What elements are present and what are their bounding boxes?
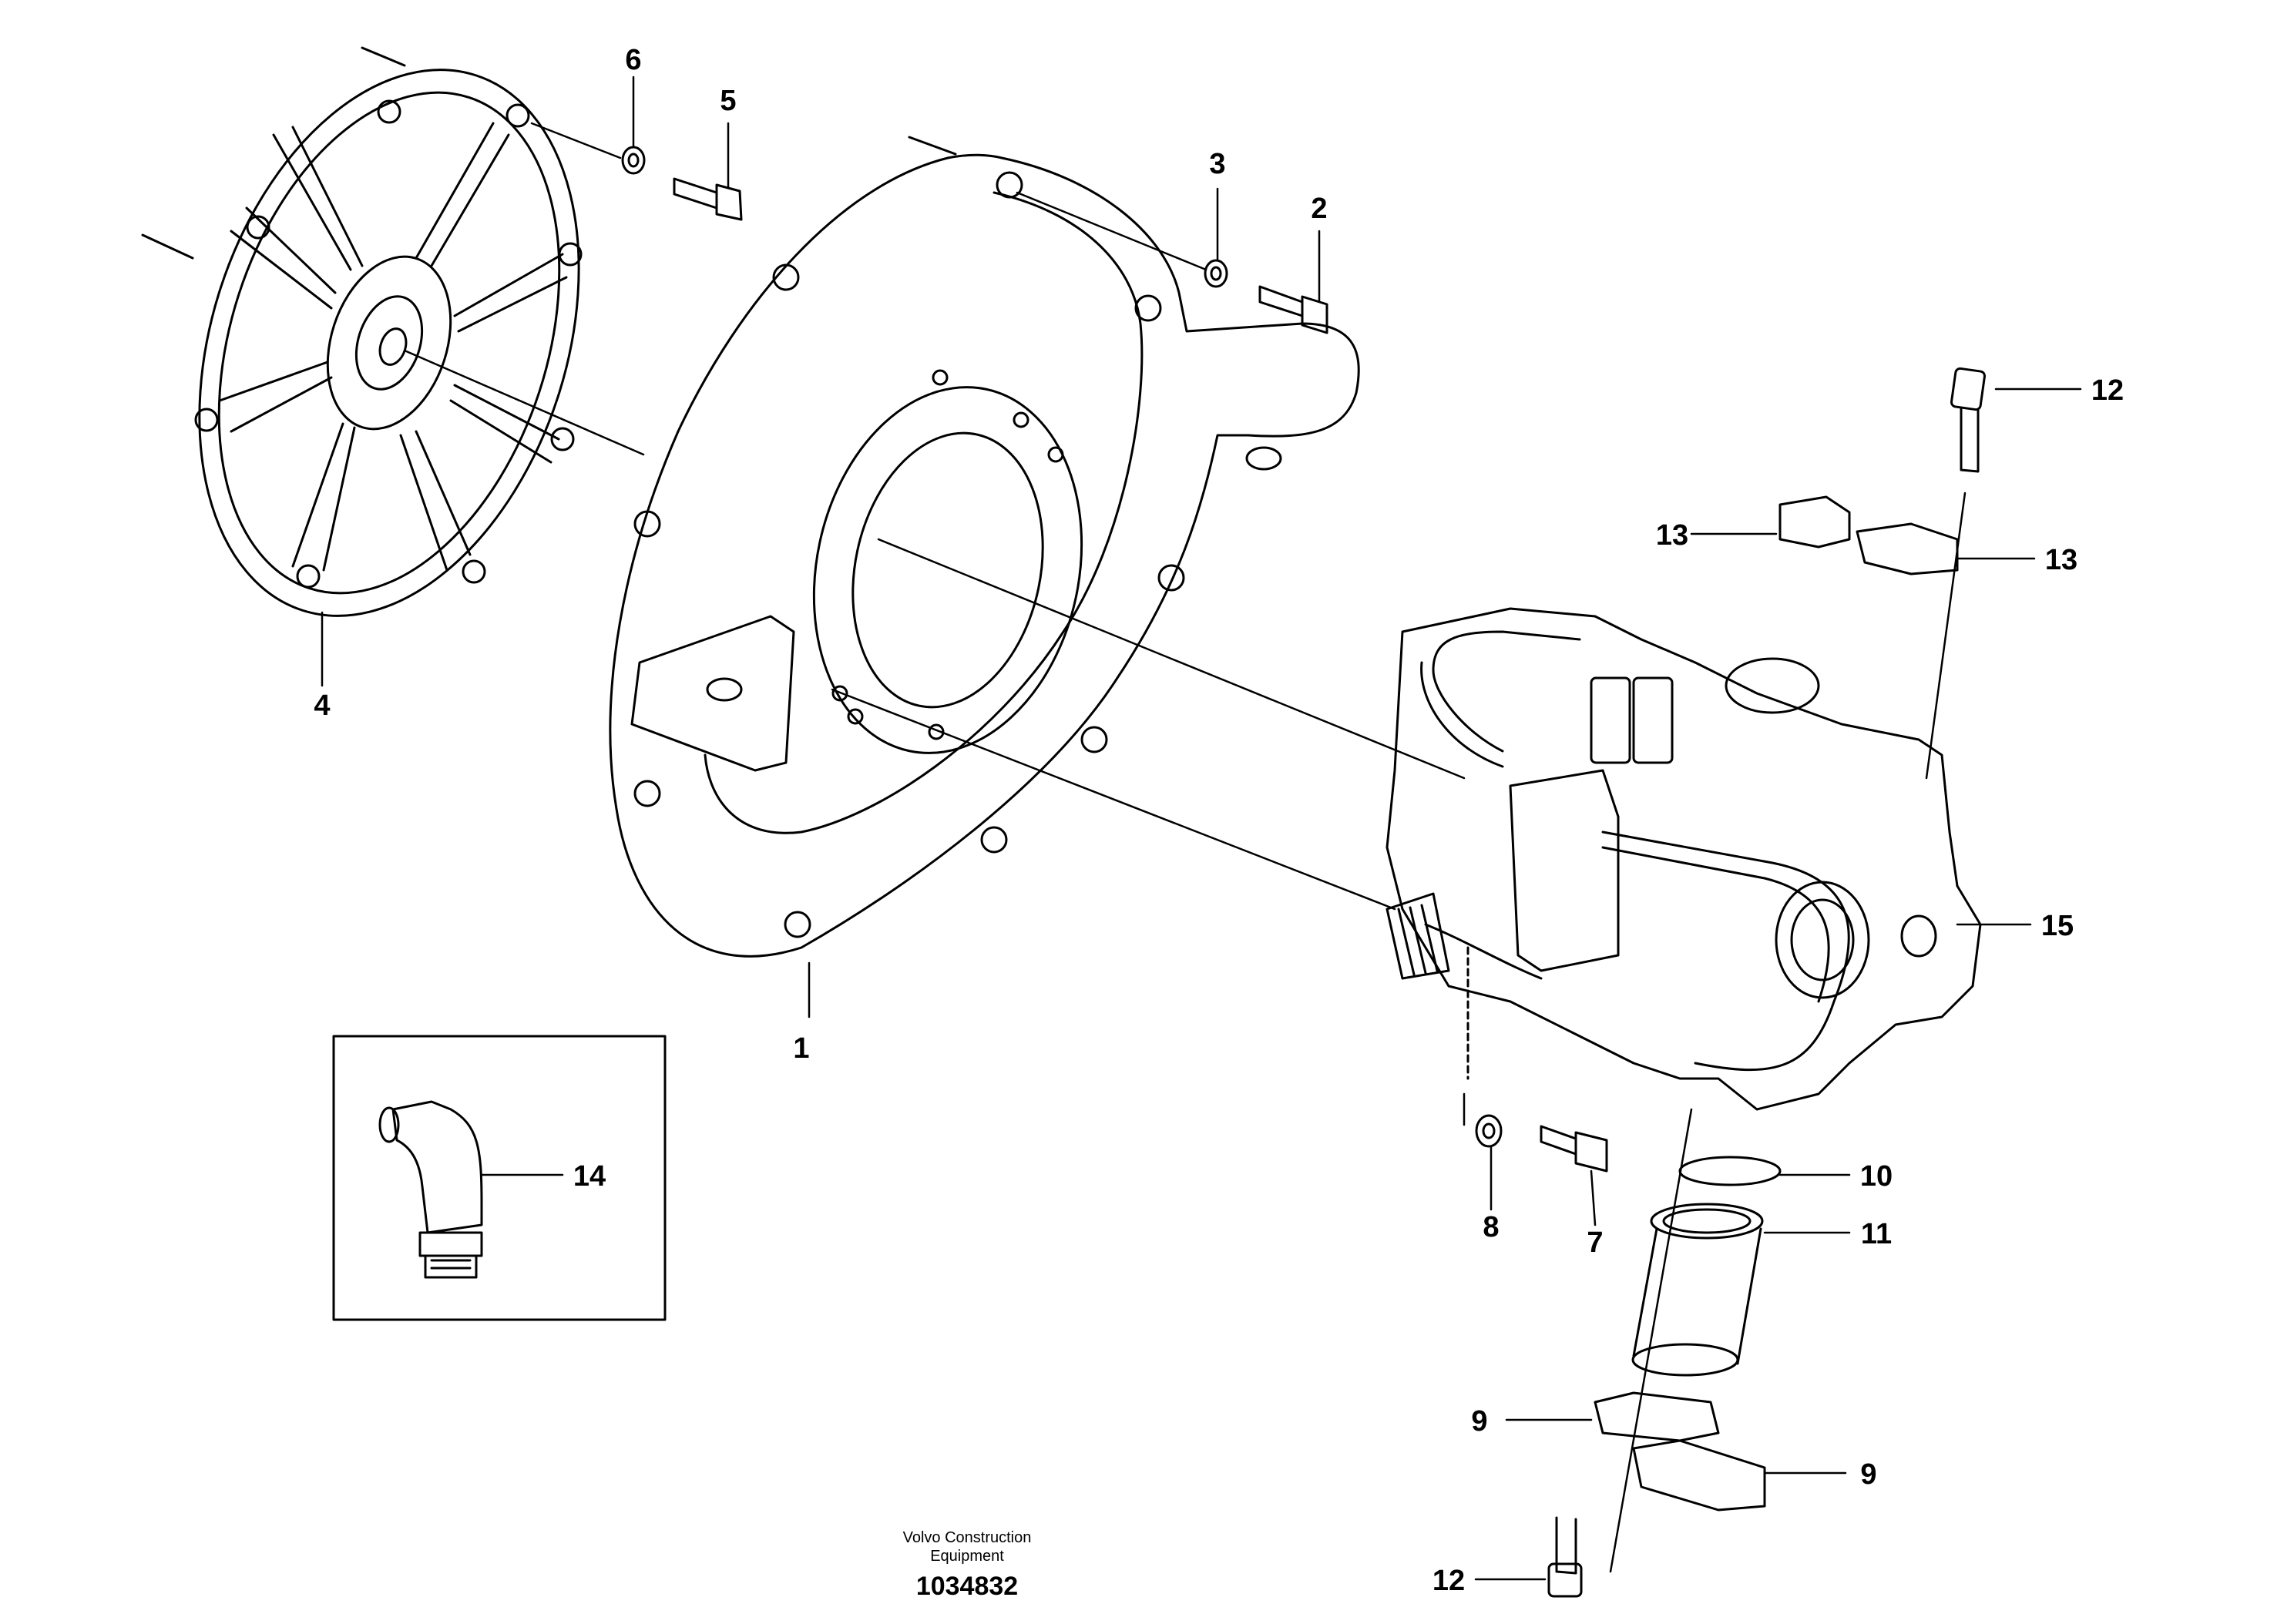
callout-12b: 12	[1432, 1565, 1465, 1597]
elbow-fitting	[391, 1100, 483, 1234]
callout-8: 8	[1483, 1211, 1499, 1243]
drawing-number: 1034832	[916, 1572, 1018, 1601]
callout-7: 7	[1587, 1226, 1603, 1259]
washer-3	[1016, 187, 1228, 288]
callout-10: 10	[1860, 1160, 1893, 1193]
bolt-2	[1258, 230, 1328, 334]
bolt-12-bottom	[1474, 1516, 1583, 1598]
callout-6: 6	[625, 44, 641, 76]
clamp-9	[1505, 1391, 1847, 1512]
clamp-13	[1690, 495, 2036, 575]
callout-11: 11	[1861, 1218, 1892, 1250]
callout-12a: 12	[2091, 374, 2124, 407]
callout-14: 14	[573, 1160, 606, 1193]
caption-line-1: Volvo Construction	[903, 1529, 1032, 1546]
callout-9b: 9	[1860, 1458, 1876, 1491]
callout-5: 5	[720, 85, 736, 117]
callout-13b: 13	[2045, 544, 2077, 576]
caption: Volvo Construction Equipment 1034832	[903, 1529, 1032, 1601]
bolt-12-top	[1950, 367, 2082, 473]
callout-15: 15	[2041, 910, 2074, 942]
callout-1: 1	[793, 1032, 809, 1065]
washer-6	[621, 75, 646, 175]
cover-plate	[141, 46, 645, 617]
callout-13a: 13	[1656, 519, 1688, 552]
sleeve-11	[1631, 1203, 1851, 1377]
housing-plate	[609, 136, 1466, 1018]
bolt-7	[1540, 1125, 1608, 1226]
o-ring-10	[1678, 1156, 1851, 1186]
callout-labels: 1 2 3 4 5 6 7 8 9 9 10 11 12 12 13 13 14…	[314, 44, 2124, 1597]
inset-box	[332, 1035, 667, 1321]
bolt-5	[673, 122, 743, 221]
callout-4: 4	[314, 690, 330, 722]
callout-2: 2	[1311, 193, 1327, 225]
caption-line-2: Equipment	[930, 1548, 1004, 1565]
pump-assembly	[1385, 492, 1982, 1573]
callout-9a: 9	[1471, 1405, 1487, 1438]
washer-8	[1475, 1114, 1503, 1211]
callout-3: 3	[1209, 148, 1225, 180]
